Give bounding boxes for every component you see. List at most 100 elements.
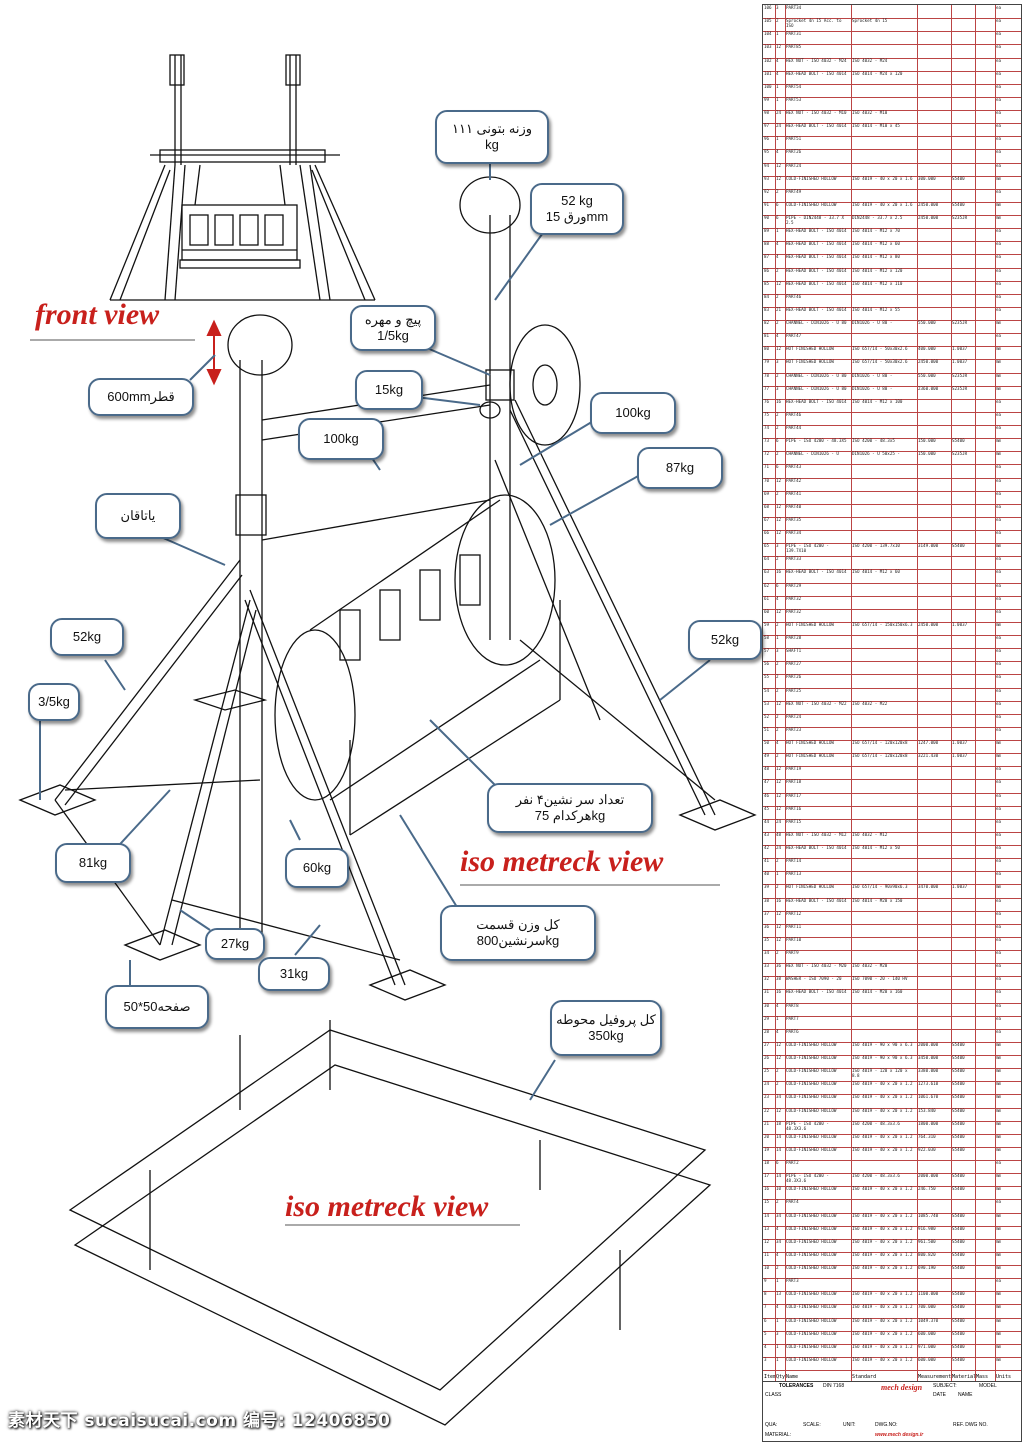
bom-cell: 1: [776, 1015, 779, 1021]
callout-disc-100: 100kg: [590, 392, 676, 434]
bom-cell: 105: [764, 18, 772, 24]
bom-cell: S5400: [952, 175, 965, 181]
bom-cell: 86: [764, 267, 770, 273]
bom-cell: ISO 4014 - M12 x 100: [852, 398, 903, 404]
bom-cell: [852, 491, 917, 504]
bom-cell: [976, 819, 995, 832]
bom-cell: PART46: [786, 411, 802, 417]
bom-cell: ea: [996, 635, 1002, 640]
bom-cell: 16: [776, 569, 782, 575]
bom-cell: [918, 766, 951, 779]
bom-cell: [976, 425, 995, 438]
bom-cell: PART4: [786, 1199, 799, 1205]
bom-cell: [918, 1016, 951, 1029]
bom-cell: [852, 635, 917, 648]
callout-brace-31: 31kg: [258, 957, 330, 991]
bom-cell: ea: [996, 897, 1002, 903]
bom-cell: 12: [776, 1055, 782, 1060]
bom-cell: 1: [776, 1278, 779, 1284]
bom-cell: [852, 714, 917, 727]
bom-cell: [852, 556, 917, 569]
bom-cell: mm: [996, 1212, 1002, 1218]
bom-cell: 2: [776, 451, 779, 457]
bom-cell: [976, 71, 995, 84]
bom-cell: S235JR: [952, 215, 968, 220]
bom-cell: 12: [776, 910, 782, 916]
bom-cell: PART53: [786, 96, 802, 102]
bom-cell: 2000.000: [918, 1173, 939, 1179]
bom-cell: 46: [764, 792, 770, 798]
bom-cell: S5400: [952, 438, 965, 444]
bom-cell: PART41: [786, 490, 802, 496]
bom-cell: ea: [996, 674, 1002, 680]
bom-cell: [976, 1304, 995, 1317]
scale-label: SCALE:: [803, 1422, 821, 1428]
bom-cell: 17: [764, 1173, 770, 1179]
bom-cell: ISO 4019 - 40 x 20 x 1.6: [852, 175, 913, 181]
bom-cell: ISO 4200 - 48.3x3.6: [852, 1173, 900, 1179]
bom-cell: [976, 333, 995, 346]
bom-cell: PART34: [786, 5, 802, 10]
bom-cell: S5400: [952, 1330, 965, 1336]
bom-cell: ea: [996, 608, 1002, 614]
bom-cell: 12: [776, 175, 782, 181]
model-label: MODEL: [979, 1383, 997, 1389]
bom-cell: 88: [764, 241, 770, 247]
bom-cell: mm: [996, 1120, 1002, 1126]
bom-cell: 1: [776, 1343, 779, 1349]
bom-cell: DIN2448 - 33.7 x 2.5: [852, 215, 903, 220]
bom-cell: [952, 819, 975, 832]
bom-cell: [952, 399, 975, 412]
bom-cell: ISO 657/14 - 120x120x8: [852, 740, 908, 745]
bom-cell: [952, 1029, 975, 1042]
bom-cell: S5400: [952, 1356, 965, 1362]
bom-cell: 36: [764, 923, 770, 929]
bom-cell: S5400: [952, 1055, 965, 1060]
bom-cell: HEX NUT - ISO 4032 - M20: [786, 963, 847, 969]
bom-cell: 2: [776, 661, 779, 667]
bom-cell: HEX-HEAD BOLT - ISO 4014: [786, 989, 847, 995]
bom-column-divider: [851, 5, 852, 1381]
bom-cell: ea: [996, 661, 1002, 667]
bom-cell: ea: [996, 425, 1002, 430]
bom-cell: 16: [776, 398, 782, 404]
bom-cell: 2: [776, 411, 779, 417]
bom-cell: [976, 635, 995, 648]
bom-cell: ea: [996, 96, 1002, 102]
bom-cell: [952, 793, 975, 806]
bom-cell: [852, 806, 917, 819]
bom-cell: 12: [764, 1238, 770, 1244]
bom-cell: 16: [776, 897, 782, 903]
bom-cell: S5400: [952, 1343, 965, 1349]
bom-cell: CHANNEL - DIN1026 - U 80: [786, 320, 847, 325]
bom-cell: [976, 281, 995, 294]
bom-cell: [976, 44, 995, 57]
bom-cell: [976, 1081, 995, 1094]
bom-cell: 2: [776, 372, 779, 378]
bom-cell: ISO 4019 - 40 x 20 x 1.6: [852, 201, 913, 207]
bom-cell: 3221.430: [918, 753, 939, 759]
bom-cell: 4: [776, 740, 779, 745]
bom-cell: ea: [996, 18, 1002, 24]
bom-cell: ea: [996, 477, 1002, 483]
bom-column-divider: [775, 5, 776, 1381]
bom-cell: [952, 766, 975, 779]
bom-cell: [976, 688, 995, 701]
bom-cell: [852, 97, 917, 110]
bom-cell: [852, 688, 917, 701]
bom-cell: 34: [776, 1212, 782, 1218]
bom-cell: PART51: [786, 136, 802, 142]
callout-beam-60: 60kg: [285, 848, 349, 888]
bom-cell: [976, 18, 995, 31]
bom-cell: [976, 31, 995, 44]
bom-cell: 76: [764, 398, 770, 404]
bom-cell: mm: [996, 1173, 1002, 1179]
bom-cell: HEX-HEAD BOLT - ISO 4014: [786, 306, 847, 312]
